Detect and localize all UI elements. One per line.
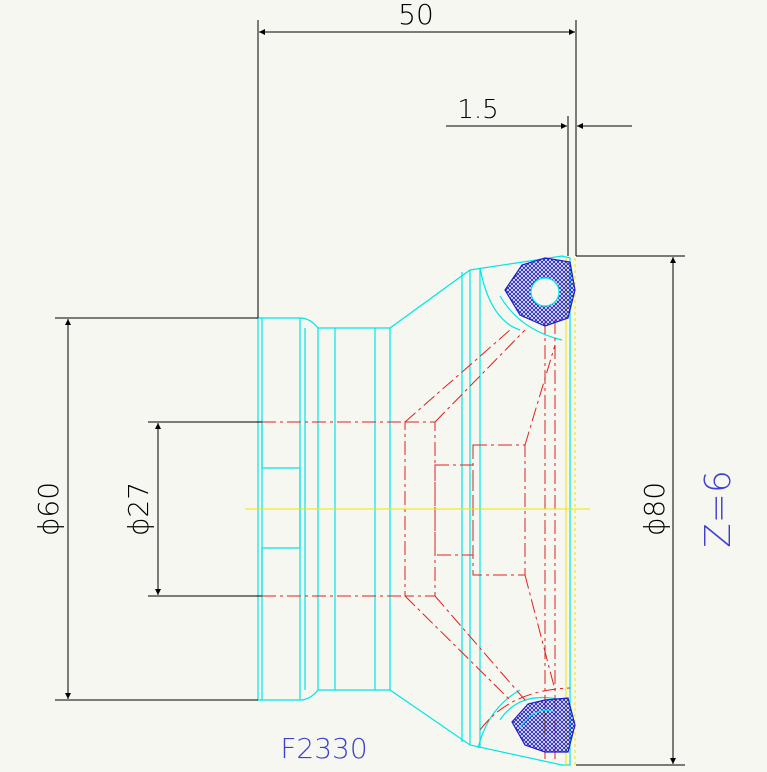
offset-label: 1.5 [457, 95, 498, 125]
center-lines [245, 258, 590, 765]
cutter-diameter-label: ϕ80 [638, 482, 671, 536]
hidden-lines [262, 320, 571, 760]
shank-diameter-label: ϕ60 [32, 482, 65, 536]
dimension-offset [446, 116, 632, 256]
dimension-cutter-diameter [576, 255, 685, 766]
teeth-count-note: Z=6 [698, 470, 739, 548]
dimension-bore-diameter [148, 421, 262, 597]
cutting-insert-bottom [511, 697, 576, 753]
dimension-shank-diameter [55, 317, 258, 701]
bore-diameter-label: ϕ27 [122, 482, 155, 536]
cutting-insert-top [504, 257, 576, 327]
overall-length-label: 50 [398, 0, 434, 31]
part-number-label: F2330 [280, 732, 367, 765]
dimension-overall-length [257, 20, 577, 318]
